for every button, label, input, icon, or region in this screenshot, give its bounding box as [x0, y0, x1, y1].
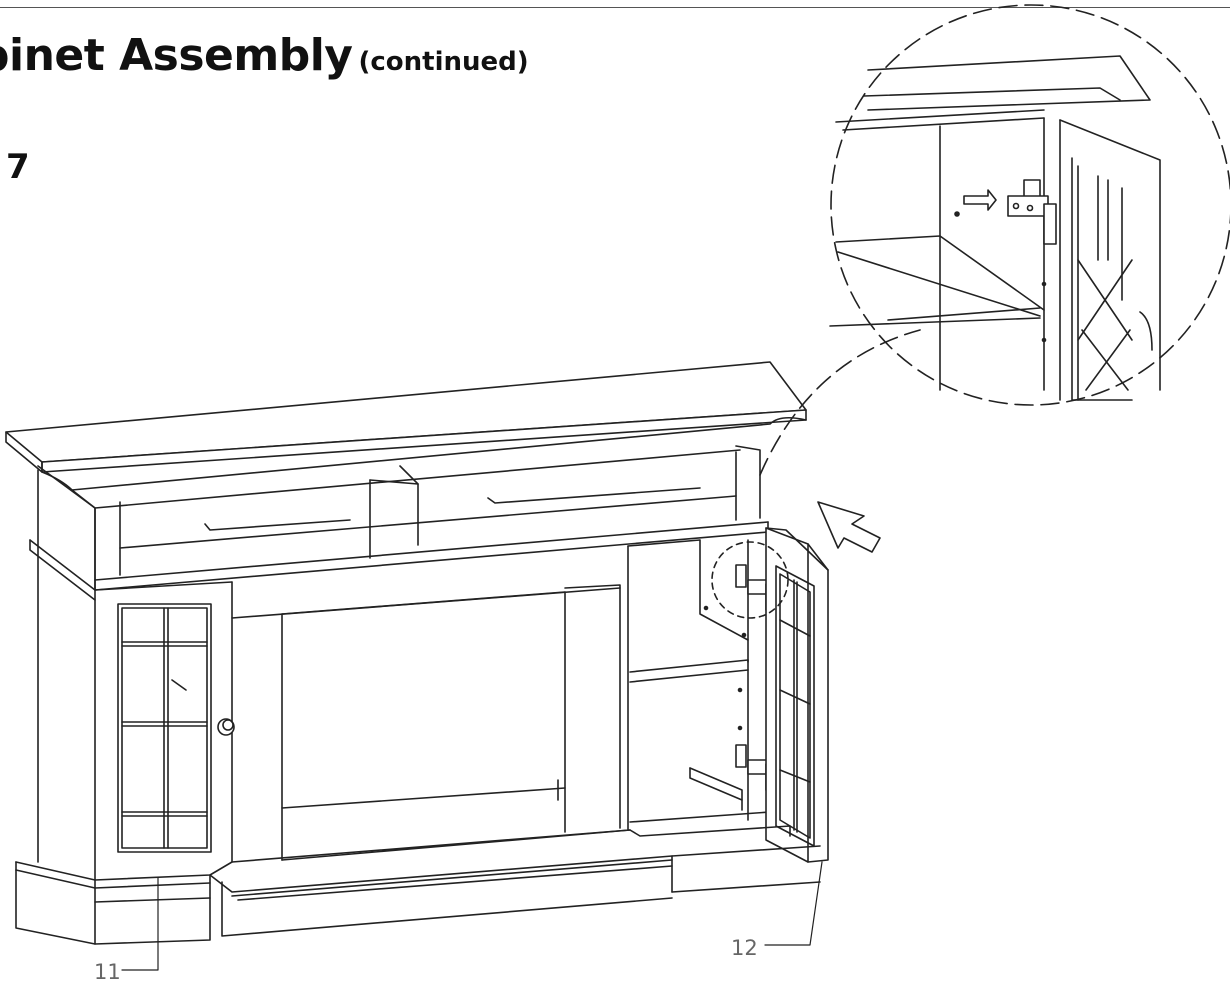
hinge-detail-marker [711, 541, 789, 619]
cabinet-left-side [29, 465, 96, 881]
callout-part-11: 11 [94, 960, 121, 984]
callout-part-12: 12 [731, 936, 758, 960]
page-title: binet Assembly(continued) [0, 34, 529, 78]
direction-arrow-icon [817, 501, 881, 553]
left-door [94, 581, 235, 853]
right-door [765, 527, 829, 863]
page-title-sub: (continued) [358, 47, 529, 77]
right-cabinet [627, 539, 771, 831]
top-rule [0, 7, 1230, 8]
firebox-opening [231, 581, 631, 863]
step-number: 7 [6, 147, 30, 187]
hinge-detail-icon [759, 4, 1230, 476]
page-title-main: binet Assembly [0, 30, 353, 81]
cabinet-top [5, 361, 807, 509]
upper-shelf [94, 445, 769, 591]
leader-lines [121, 861, 823, 971]
cabinet-base [15, 825, 821, 945]
